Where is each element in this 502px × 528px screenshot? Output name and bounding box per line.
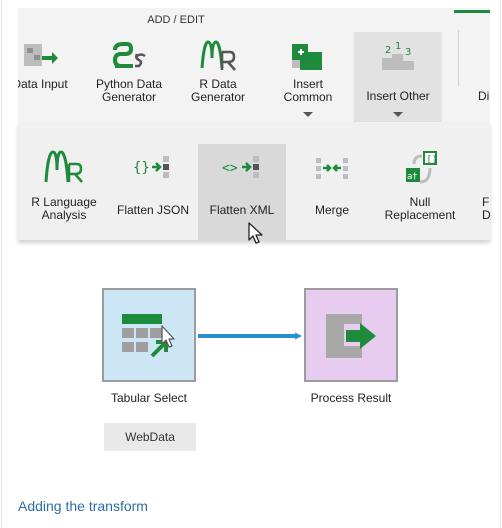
panel-partial-label: F D — [482, 195, 490, 222]
figure-caption: Adding the transform — [18, 498, 148, 514]
ribbon: ADD / EDIT Data Input Python Data Genera… — [18, 8, 490, 122]
insert-other-button[interactable]: 2 1 3 Insert Other — [354, 32, 442, 122]
flow-connector[interactable] — [198, 332, 302, 340]
webdata-tag[interactable]: WebData — [104, 423, 196, 451]
podium-icon: 2 1 3 — [382, 41, 414, 70]
r-language-analysis-button[interactable]: R Language Analysis — [22, 144, 106, 240]
python-data-generator-button[interactable]: Python Data Generator — [90, 32, 168, 122]
merge-button[interactable]: Merge — [292, 144, 372, 240]
data-input-label: Data Input — [18, 77, 68, 91]
svg-text:2: 2 — [385, 45, 391, 56]
ribbon-partial-label: Di — [478, 89, 490, 103]
ribbon-accent — [454, 10, 490, 13]
r-data-generator-button[interactable]: R Data Generator — [180, 32, 256, 122]
process-result-icon — [326, 314, 376, 358]
python-icon — [112, 42, 146, 68]
r-data-generator-label: R Data Generator — [190, 77, 246, 104]
tabular-select-icon — [122, 314, 175, 358]
python-data-generator-label: Python Data Generator — [95, 77, 163, 104]
svg-text:{}: {} — [133, 160, 150, 176]
insert-common-label: Insert Common — [283, 77, 333, 104]
svg-text:<>: <> — [222, 161, 238, 176]
merge-label: Merge — [314, 203, 349, 217]
svg-text:1: 1 — [395, 41, 401, 52]
flatten-json-button[interactable]: {} Flatten JSON — [112, 144, 194, 240]
flatten-xml-button[interactable]: <> Flatten XML — [198, 144, 286, 240]
mouse-cursor-icon — [248, 222, 263, 244]
r-icon — [200, 40, 236, 71]
null-replacement-label: Null Replacement — [384, 195, 456, 222]
flatten-xml-label: Flatten XML — [209, 203, 275, 217]
ribbon-group-title: ADD / EDIT — [147, 14, 205, 26]
ribbon-partial-button[interactable]: Di — [470, 32, 490, 122]
svg-text:a†: a† — [407, 172, 418, 182]
insert-common-dropdown-icon — [303, 112, 313, 117]
panel-partial-icon — [482, 150, 490, 184]
svg-text:3: 3 — [405, 47, 411, 58]
null-replacement-button[interactable]: [] a† Null Replacement — [376, 144, 464, 240]
data-input-icon — [24, 44, 58, 66]
data-input-button[interactable]: Data Input — [18, 32, 76, 122]
insert-common-icon — [292, 44, 322, 70]
insert-other-label: Insert Other — [366, 89, 430, 103]
panel-partial-button[interactable]: F D — [468, 144, 490, 240]
r-icon — [44, 150, 83, 183]
insert-other-panel: R Language Analysis {} Flatten JSON <> F… — [18, 122, 490, 240]
flatten-json-icon: {} — [133, 156, 169, 178]
process-result-label: Process Result — [310, 391, 392, 405]
flatten-xml-icon: <> — [222, 156, 259, 178]
null-replacement-icon: [] a† — [406, 151, 438, 184]
insert-common-button[interactable]: Insert Common — [270, 32, 346, 122]
tabular-select-label: Tabular Select — [110, 391, 188, 405]
tabular-select-node[interactable] — [102, 288, 196, 382]
r-language-analysis-label: R Language Analysis — [31, 195, 97, 222]
ribbon-separator — [458, 30, 459, 86]
flatten-json-label: Flatten JSON — [116, 203, 190, 217]
merge-icon — [316, 158, 348, 179]
svg-text:[]: [] — [427, 155, 438, 165]
insert-other-dropdown-icon — [393, 112, 403, 117]
process-result-node[interactable] — [304, 288, 398, 382]
